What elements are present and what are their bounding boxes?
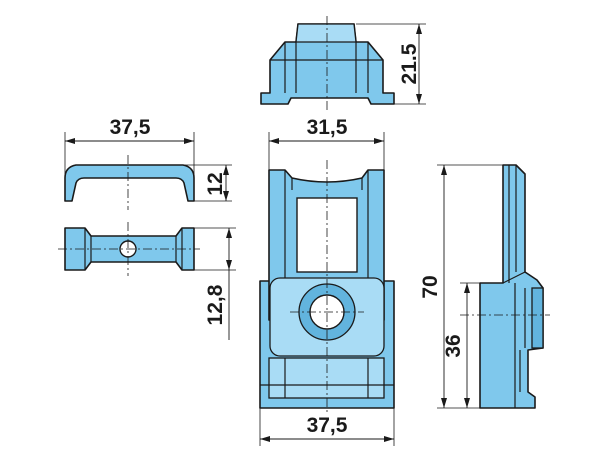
front-top-arrow-right: [374, 138, 384, 144]
side-lower-arrow-bottom: [464, 398, 470, 408]
clamp-dim-arrow-bottom: [226, 260, 232, 270]
top-view-boss: [295, 23, 357, 43]
clamp-view: 12,8: [58, 222, 236, 340]
front-base-arrow-right: [384, 436, 394, 442]
clamp-thickness-label: 12,8: [204, 284, 227, 325]
cap-width-arrow-right: [184, 138, 194, 144]
total-height-label: 70: [419, 275, 442, 298]
cap-height-arrow-bottom: [223, 191, 229, 201]
cap-height-label: 12: [204, 172, 227, 195]
top-height-arrow-top: [416, 24, 422, 34]
side-profile: [479, 164, 544, 409]
base-width-label: 37,5: [307, 414, 348, 437]
cap-height-arrow-top: [223, 165, 229, 175]
front-holder-inner-lines: [284, 170, 369, 320]
cap-width-arrow-left: [65, 138, 75, 144]
side-view: 70 36: [419, 164, 550, 409]
top-width-label: 31,5: [307, 116, 348, 139]
top-height-arrow-bottom: [416, 94, 422, 104]
side-lower-arrow-top: [464, 283, 470, 293]
cap-view: 37,5 12: [64, 116, 232, 210]
side-edge-lines: [502, 165, 526, 408]
clamp-dim-arrow-top: [226, 228, 232, 238]
front-view: 31,5 37,5: [259, 116, 395, 446]
cap-body: [64, 164, 195, 202]
top-view-edge-lines: [270, 42, 383, 93]
side-tab: [531, 287, 544, 349]
top-view: 21.5: [260, 16, 426, 110]
front-lower-step: [268, 357, 385, 399]
front-base-arrow-left: [260, 436, 270, 442]
side-total-arrow-bottom: [441, 398, 447, 408]
lower-height-label: 36: [442, 334, 465, 357]
cap-width-label: 37,5: [110, 116, 151, 139]
side-total-arrow-top: [441, 165, 447, 175]
top-height-label: 21.5: [398, 43, 421, 84]
front-top-arrow-left: [269, 138, 279, 144]
